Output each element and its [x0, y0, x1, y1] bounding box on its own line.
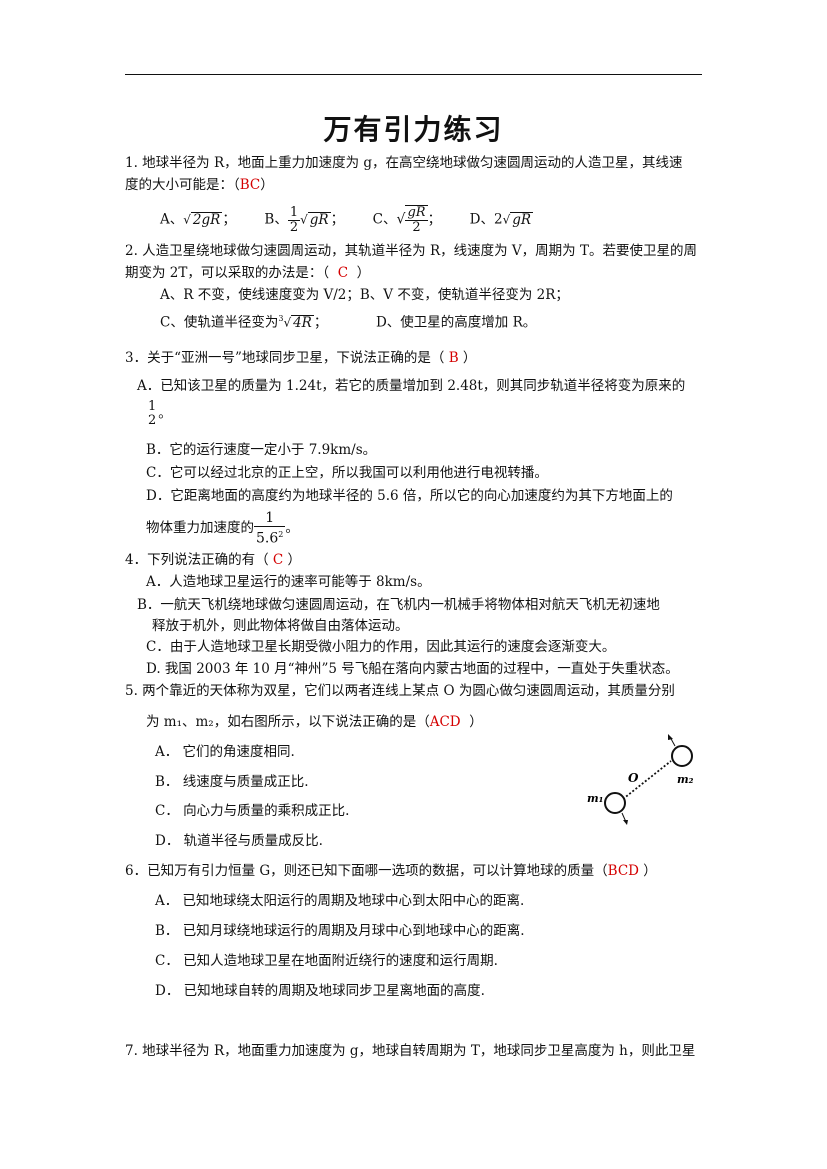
q3-answer: B [448, 350, 459, 366]
q3-stem-text: 3．关于“亚洲一号”地球同步卫星，下说法正确的是（ [125, 350, 445, 366]
q2-stem-line1: 2. 人造卫星绕地球做匀速圆周运动，其轨道半径为 R，线速度为 V，周期为 T。… [125, 243, 697, 259]
q4-stem: 4．下列说法正确的有（ C ） [125, 551, 301, 569]
q6-option-c: C． 已知人造地球卫星在地面附近绕行的速度和运行周期. [155, 953, 498, 969]
q2-option-c-index: 3 [278, 314, 284, 323]
q5-stem-close: ） [469, 714, 483, 730]
q2-stem-line2: 期变为 2T，可以采取的办法是：（ C ） [125, 264, 370, 282]
q2-stem-close: ） [356, 265, 371, 281]
q7-stem: 7. 地球半径为 R，地面重力加速度为 g，地球自转周期为 T，地球同步卫星高度… [125, 1043, 696, 1059]
star-m2-arrowhead [668, 734, 673, 740]
q3-option-d-end: 。 [285, 519, 299, 536]
star-m1-arrowhead [623, 820, 628, 825]
q6-stem: 6．已知万有引力恒量 G，则还已知下面哪一选项的数据，可以计算地球的质量（BCD… [125, 862, 657, 880]
q2-stem-text: 期变为 2T，可以采取的办法是：（ [125, 265, 330, 281]
q4-option-d: D. 我国 2003 年 10 月“神州”5 号飞船在落向内蒙古地面的过程中，一… [146, 661, 679, 677]
q3-option-a-num: 1 [148, 399, 157, 414]
q1-option-b-den: 2 [289, 219, 299, 235]
q2-options-ab: A、R 不变，使线速度变为 V/2；B、V 不变，使轨道半径变为 2R； [160, 287, 569, 303]
star-m2 [671, 745, 693, 767]
q4-option-b: B．一航天飞机绕地球做匀速圆周运动，在飞机内一机械手将物体相对航天飞机无初速地 [137, 597, 660, 613]
q5-option-c: C． 向心力与质量的乘积成正比. [155, 803, 350, 819]
page-title: 万有引力练习 [323, 113, 504, 146]
q1-option-b-num: 1 [287, 204, 301, 221]
q3-stem-close: ） [462, 350, 477, 366]
q2-options-cd: C、使轨道半径变为3√4R； D、使卫星的高度增加 R。 [160, 314, 537, 331]
q1-option-a-expr: 2gR [190, 211, 223, 228]
q3-option-d-exp: 2 [278, 530, 284, 539]
q2-option-c-sep: ； [313, 314, 328, 331]
q1-option-c-sep: ； [427, 211, 442, 228]
q4-stem-text: 4．下列说法正确的有（ [125, 552, 269, 568]
q1-option-d-expr: gR [510, 211, 534, 228]
q5-option-a: A． 它们的角速度相同. [155, 744, 295, 760]
header-rule [125, 74, 702, 75]
mass-label-m2: m₂ [677, 773, 694, 786]
q4-answer: C [272, 552, 284, 568]
q2-option-c: C、使轨道半径变为 [160, 314, 279, 331]
q5-stem-text: 为 m₁、m₂，如右图所示，以下说法正确的是（ [146, 714, 430, 730]
q4-option-b-line2: 释放于机外，则此物体将做自由落体运动。 [152, 618, 409, 634]
q1-stem-text: 度的大小可能是：（ [125, 177, 240, 193]
q3-option-d-den: 5.6 [256, 530, 279, 547]
q3-option-b: B．它的运行速度一定小于 7.9km/s。 [146, 442, 377, 458]
q3-stem: 3．关于“亚洲一号”地球同步卫星，下说法正确的是（ B ） [125, 349, 476, 367]
q1-stem-line2: 度的大小可能是：（BC） [125, 176, 274, 194]
q1-option-b-sep: ； [330, 211, 345, 228]
q3-option-a-den: 2 [148, 413, 157, 428]
q1-option-b: B、 [264, 211, 288, 228]
q6-answer: BCD [607, 863, 639, 879]
star-m1 [604, 792, 626, 814]
q3-option-d: D．它距离地面的高度约为地球半径的 5.6 倍，所以它的向心加速度约为其下方地面… [146, 488, 673, 504]
q3-option-d-num: 1 [254, 510, 286, 527]
q5-option-b: B． 线速度与质量成正比. [155, 774, 309, 790]
q3-option-a: A．已知该卫星的质量为 1.24t，若它的质量增加到 2.48t，则其同步轨道半… [137, 378, 686, 394]
q1-option-a: A、 [160, 211, 184, 228]
q6-option-b: B． 已知月球绕地球运行的周期及月球中心到地球中心的距离. [155, 923, 525, 939]
q2-option-d: D、使卫星的高度增加 R。 [375, 314, 537, 331]
q1-answer: BC [239, 177, 261, 193]
q1-stem-line1: 1. 地球半径为 R，地面上重力加速度为 g，在高空绕地球做匀速圆周运动的人造卫… [125, 155, 683, 171]
q5-stem-line1: 5. 两个靠近的天体称为双星，它们以两者连线上某点 O 为圆心做匀速圆周运动，其… [125, 683, 675, 699]
q4-option-a: A．人造地球卫星运行的速率可能等于 8km/s。 [146, 574, 431, 590]
q3-option-a-end: 。 [158, 405, 172, 422]
q5-answer: ACD [429, 714, 461, 730]
q1-option-a-sep: ； [222, 211, 236, 228]
q3-option-c: C．它可以经过北京的正上空，所以我国可以利用他进行电视转播。 [146, 465, 548, 481]
q2-option-c-expr: 4R [291, 314, 314, 331]
q5-option-d: D． 轨道半径与质量成反比. [155, 833, 323, 849]
q4-stem-close: ） [287, 552, 302, 568]
q4-option-c: C．由于人造地球卫星长期受微小阻力的作用，因此其运行的速度会逐渐变大。 [146, 639, 616, 655]
q5-stem-line2: 为 m₁、m₂，如右图所示，以下说法正确的是（ACD ） [146, 713, 483, 731]
binary-star-figure: O m₂ m₁ [587, 734, 694, 825]
q1-option-d: D、2 [469, 211, 503, 228]
q1-option-c: C、 [372, 211, 397, 228]
q1-stem-close: ） [260, 177, 274, 193]
q1-option-b-expr: gR [307, 211, 331, 228]
center-label-o: O [628, 771, 639, 785]
q6-option-a: A． 已知地球绕太阳运行的周期及地球中心到太阳中心的距离. [155, 893, 525, 909]
q2-answer: C [337, 265, 349, 281]
q6-stem-text: 6．已知万有引力恒量 G，则还已知下面哪一选项的数据，可以计算地球的质量（ [125, 863, 608, 879]
q6-option-d: D． 已知地球自转的周期及地球同步卫星离地面的高度. [155, 983, 485, 999]
q1-option-c-num: gR [405, 205, 428, 221]
q3-option-d-text: 物体重力加速度的 [146, 519, 254, 536]
q1-option-c-den: 2 [412, 220, 421, 235]
mass-label-m1: m₁ [587, 792, 603, 805]
q6-stem-close: ） [643, 863, 657, 879]
